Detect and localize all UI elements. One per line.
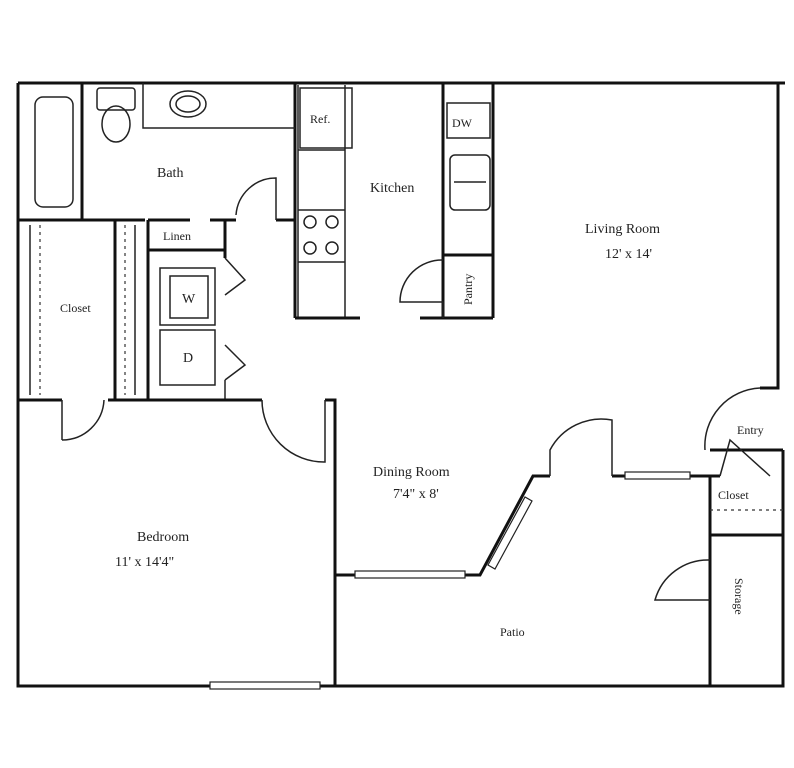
room-label-living-room: Living Room bbox=[585, 222, 660, 237]
closet-laundry bbox=[29, 220, 247, 400]
kitchen-fixtures bbox=[295, 83, 495, 320]
room-label-bath: Bath bbox=[157, 166, 183, 181]
room-label-closet: Closet bbox=[60, 301, 91, 315]
bath-fixtures bbox=[18, 83, 297, 318]
dishwasher-label: DW bbox=[452, 116, 473, 130]
room-size-bedroom: 11' x 14'4" bbox=[115, 555, 174, 570]
room-label-storage: Storage bbox=[732, 578, 746, 615]
room-label-entry-closet: Closet bbox=[718, 488, 749, 502]
room-label-dining-room: Dining Room bbox=[373, 465, 450, 480]
room-label-bedroom: Bedroom bbox=[137, 530, 189, 545]
outer-walls bbox=[16, 81, 785, 688]
dining-walls bbox=[335, 418, 720, 579]
pantry-label: Pantry bbox=[461, 274, 475, 305]
washer-label: W bbox=[182, 292, 196, 307]
room-label-patio: Patio bbox=[500, 625, 525, 639]
room-size-dining-room: 7'4" x 8' bbox=[393, 487, 439, 502]
room-label-entry: Entry bbox=[737, 423, 764, 437]
refrigerator-label: Ref. bbox=[310, 112, 330, 126]
room-size-living-room: 12' x 14' bbox=[605, 247, 652, 262]
room-label-linen: Linen bbox=[163, 229, 191, 243]
bedroom-walls bbox=[18, 398, 337, 690]
room-label-kitchen: Kitchen bbox=[370, 181, 414, 196]
dryer-label: D bbox=[183, 351, 193, 366]
entry-closet-storage bbox=[654, 387, 783, 686]
